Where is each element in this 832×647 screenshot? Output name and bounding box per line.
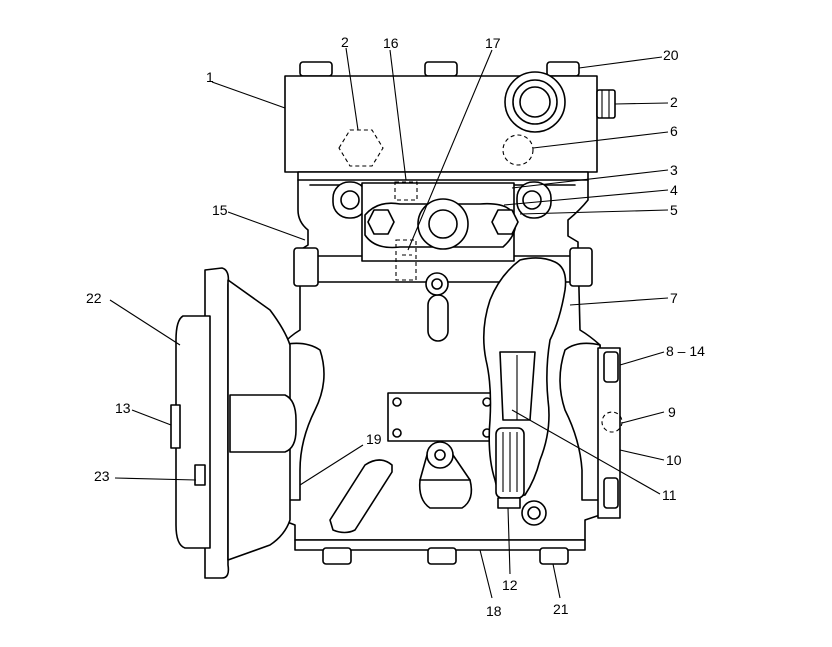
callout-8-14: 8 – 14	[666, 343, 705, 359]
callout-10: 10	[666, 452, 682, 468]
callout-22: 22	[86, 290, 102, 306]
callout-21: 21	[553, 601, 569, 617]
callout-7: 7	[670, 290, 678, 306]
callout-6: 6	[670, 123, 678, 139]
callout-13: 13	[115, 400, 131, 416]
callout-17: 17	[485, 35, 501, 51]
callout-23: 23	[94, 468, 110, 484]
cylinder-head	[284, 61, 616, 173]
callout-9: 9	[668, 404, 676, 420]
callout-3: 3	[670, 162, 678, 178]
callout-2-top: 2	[341, 34, 349, 50]
callout-12: 12	[502, 577, 518, 593]
callout-16: 16	[383, 35, 399, 51]
callout-15: 15	[212, 202, 228, 218]
callout-labels: 1 2 16 17 20 2 6 3 4 5 15 7 22 8 – 14 13…	[86, 34, 705, 619]
callout-20: 20	[663, 47, 679, 63]
cutaway-section	[482, 257, 567, 509]
valve-module	[361, 181, 519, 281]
callout-4: 4	[670, 182, 678, 198]
callout-1: 1	[206, 69, 214, 85]
drive-flange	[170, 267, 297, 579]
callout-11: 11	[662, 487, 677, 503]
right-side-cover	[597, 347, 623, 519]
callout-2-right: 2	[670, 94, 678, 110]
callout-5: 5	[670, 202, 678, 218]
callout-leaders	[109, 47, 669, 599]
callout-18: 18	[486, 603, 502, 619]
callout-19: 19	[366, 431, 382, 447]
